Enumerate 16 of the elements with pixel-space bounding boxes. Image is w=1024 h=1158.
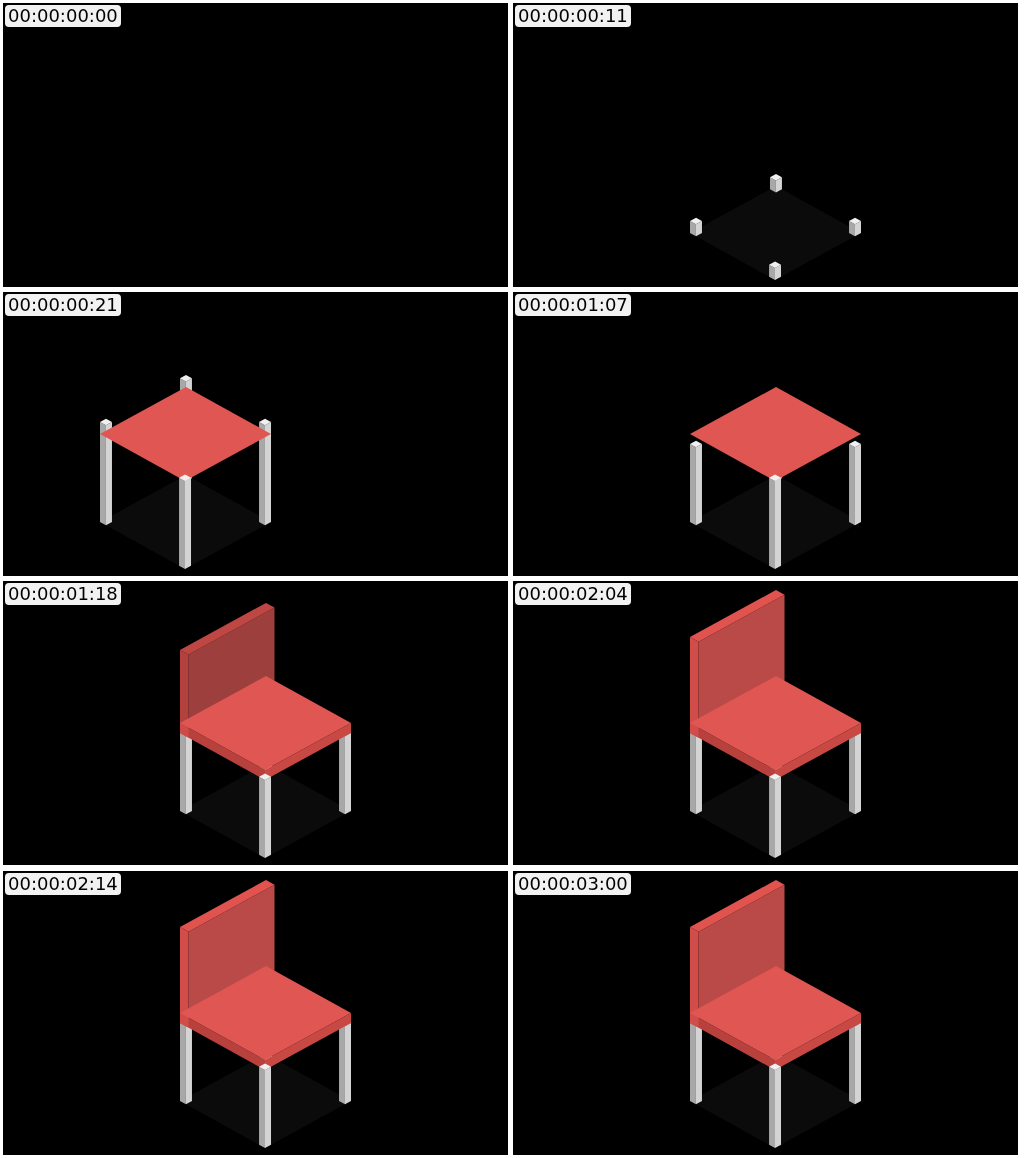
video-frame xyxy=(513,3,1018,287)
video-frame xyxy=(3,3,508,287)
timestamp: 00:00:01:18 xyxy=(5,583,121,605)
timestamp: 00:00:02:14 xyxy=(5,873,121,895)
timestamp: 00:00:00:00 xyxy=(5,5,121,27)
video-frame xyxy=(3,292,508,576)
timestamp: 00:00:00:21 xyxy=(5,294,121,316)
video-frame xyxy=(3,581,508,865)
video-frame xyxy=(3,871,508,1155)
timestamp: 00:00:03:00 xyxy=(515,873,631,895)
video-frame xyxy=(513,292,1018,576)
timestamp: 00:00:00:11 xyxy=(515,5,631,27)
timestamp: 00:00:01:07 xyxy=(515,294,631,316)
timestamp: 00:00:02:04 xyxy=(515,583,631,605)
video-frame xyxy=(513,871,1018,1155)
video-frame xyxy=(513,581,1018,865)
